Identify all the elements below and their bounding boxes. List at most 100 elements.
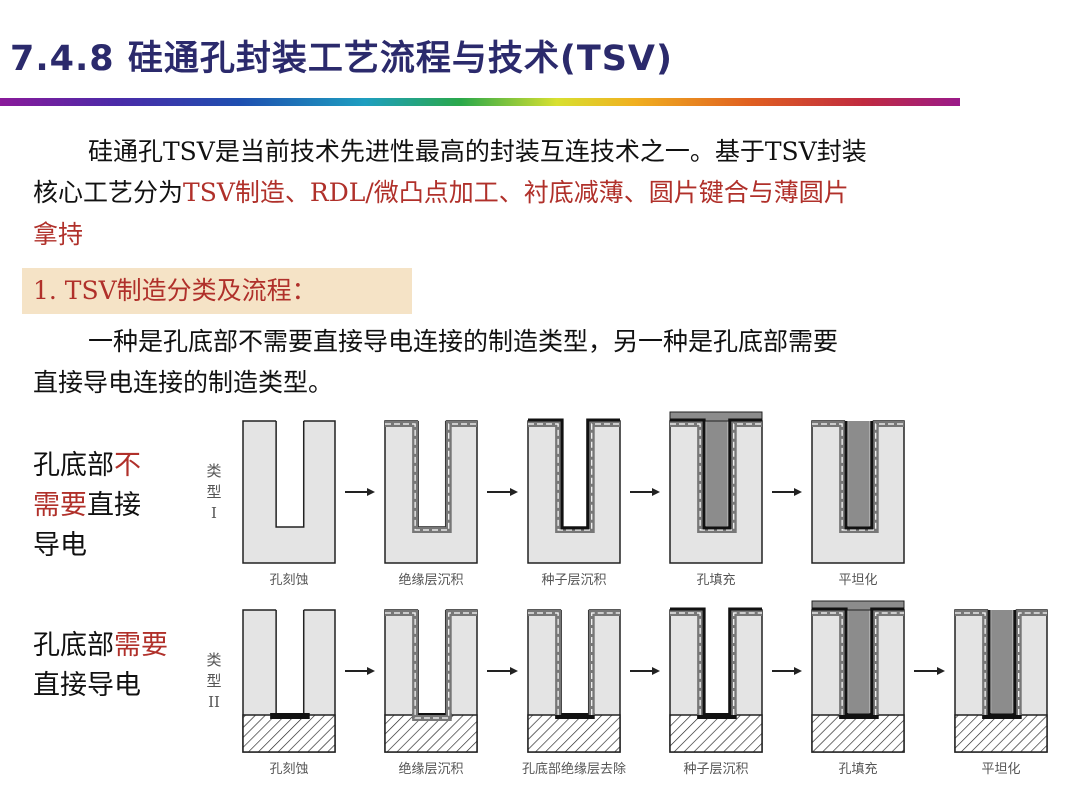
side-text: 直接 xyxy=(87,490,141,521)
section-heading: 1. TSV制造分类及流程： xyxy=(33,276,317,305)
section-line-1: 一种是孔底部不需要直接导电连接的制造类型，另一种是孔底部需要 xyxy=(88,327,839,356)
side-text-red: 不 xyxy=(114,450,141,481)
section-highlight xyxy=(22,268,412,314)
side-text-red: 需要 xyxy=(114,630,168,661)
step-label: 绝缘层沉积 xyxy=(398,572,463,588)
substrate-hatch xyxy=(242,714,336,753)
process-step-insulator: 绝缘层沉积 xyxy=(384,609,518,777)
intro-line-1: 硅通孔TSV是当前技术先进性最高的封装互连技术之一。基于TSV封装 xyxy=(88,137,867,166)
section-line-2: 直接导电连接的制造类型。 xyxy=(33,368,334,397)
substrate-hatch xyxy=(954,714,1048,753)
type-char: 型 xyxy=(206,483,222,501)
via-fill-metal xyxy=(706,421,728,527)
insulator-dash xyxy=(1018,612,1047,715)
substrate-hatch xyxy=(669,714,763,753)
substrate-hatch xyxy=(811,714,905,753)
via-fill-metal xyxy=(848,421,870,527)
substrate-hatch xyxy=(384,714,478,753)
process-step-seed: 种子层沉积 xyxy=(669,607,802,777)
insulator-dash xyxy=(812,423,904,531)
via-hole xyxy=(276,609,304,715)
seed-layer xyxy=(987,610,1017,717)
step-label: 孔底部绝缘层去除 xyxy=(522,761,626,777)
process-step-etch: 孔刻蚀 xyxy=(242,420,375,588)
seed-layer xyxy=(528,418,620,530)
insulator-dash xyxy=(875,612,904,715)
arrow-head xyxy=(652,488,660,496)
via-fill-metal xyxy=(848,610,870,715)
process-step-etch: 孔刻蚀 xyxy=(242,609,375,777)
row2-type-label: 类 型 II xyxy=(204,650,224,713)
seed-layer xyxy=(670,607,762,717)
step-label: 平坦化 xyxy=(838,573,877,588)
seed-layer xyxy=(670,418,762,530)
arrow-head xyxy=(510,488,518,496)
step-label: 孔刻蚀 xyxy=(269,573,308,588)
type-char: 型 xyxy=(206,672,222,690)
arrow-head xyxy=(510,667,518,675)
insulator-layer xyxy=(385,610,477,721)
arrow-head xyxy=(652,667,660,675)
arrow-head xyxy=(367,488,375,496)
insulator-dash xyxy=(670,612,701,715)
via-hole xyxy=(561,420,589,527)
process-step-planarize: 平坦化 xyxy=(811,420,905,588)
type-char: 类 xyxy=(206,651,222,669)
via-hole xyxy=(276,420,304,527)
insulator-dash xyxy=(528,612,559,715)
seed-layer xyxy=(812,607,904,717)
via-hole xyxy=(703,609,731,715)
process-step-seed: 种子层沉积 xyxy=(527,418,660,588)
row1-side-label: 孔底部不 需要直接 导电 xyxy=(33,446,141,566)
via-hole xyxy=(418,420,446,527)
intro-line-2-prefix: 核心工艺分为 xyxy=(33,178,184,207)
page-title: 7.4.8 硅通孔封装工艺流程与技术(TSV) xyxy=(10,39,673,79)
side-text: 孔底部 xyxy=(33,450,114,481)
intro-line-2: 核心工艺分为TSV制造、RDL/微凸点加工、衬底减薄、圆片键合与薄圆片 xyxy=(33,172,849,214)
insulator-dash xyxy=(733,612,762,715)
bottom-pad xyxy=(270,713,310,719)
arrow-head xyxy=(937,667,945,675)
via-hole xyxy=(418,609,446,715)
type-char: II xyxy=(208,693,220,711)
side-text-red: 需要 xyxy=(33,490,87,521)
step-label: 平坦化 xyxy=(981,762,1020,777)
row1-type-label: 类 型 I xyxy=(204,461,224,524)
insulator-dash xyxy=(528,423,620,531)
overburden-metal xyxy=(811,600,905,611)
side-text: 直接导电 xyxy=(33,670,141,701)
process-step-planarize: 平坦化 xyxy=(954,609,1048,777)
process-step-fill: 孔填充 xyxy=(669,411,802,588)
row2-side-label: 孔底部需要 直接导电 xyxy=(33,626,168,706)
intro-line-2-red: TSV制造、RDL/微凸点加工、衬底减薄、圆片键合与薄圆片 xyxy=(183,178,849,207)
type-char: 类 xyxy=(206,462,222,480)
step-label: 绝缘层沉积 xyxy=(398,761,463,777)
overburden-metal xyxy=(669,411,763,422)
insulator-dash xyxy=(955,612,986,715)
insulator-dash xyxy=(385,423,477,531)
insulator-dash xyxy=(591,612,620,715)
step-label: 孔填充 xyxy=(838,761,877,777)
type-char: I xyxy=(211,504,217,522)
step-label: 种子层沉积 xyxy=(541,573,606,588)
insulator-dash xyxy=(812,612,843,715)
side-text: 孔底部 xyxy=(33,630,114,661)
process-step-bottom-removal: 孔底部绝缘层去除 xyxy=(522,609,660,777)
step-label: 种子层沉积 xyxy=(683,762,748,777)
intro-line-3: 拿持 xyxy=(33,220,84,249)
rainbow-divider xyxy=(0,98,960,106)
process-step-insulator: 绝缘层沉积 xyxy=(384,420,518,588)
step-label: 孔刻蚀 xyxy=(269,762,308,777)
insulator-dash xyxy=(670,423,762,531)
substrate-hatch xyxy=(527,714,621,753)
step-label: 孔填充 xyxy=(696,572,735,588)
process-step-fill: 孔填充 xyxy=(811,600,945,777)
arrow-head xyxy=(794,667,802,675)
bottom-pad xyxy=(555,713,595,719)
via-hole-outline xyxy=(275,421,305,528)
side-text: 导电 xyxy=(33,530,87,561)
via-fill-metal xyxy=(991,610,1013,715)
arrow-head xyxy=(367,667,375,675)
